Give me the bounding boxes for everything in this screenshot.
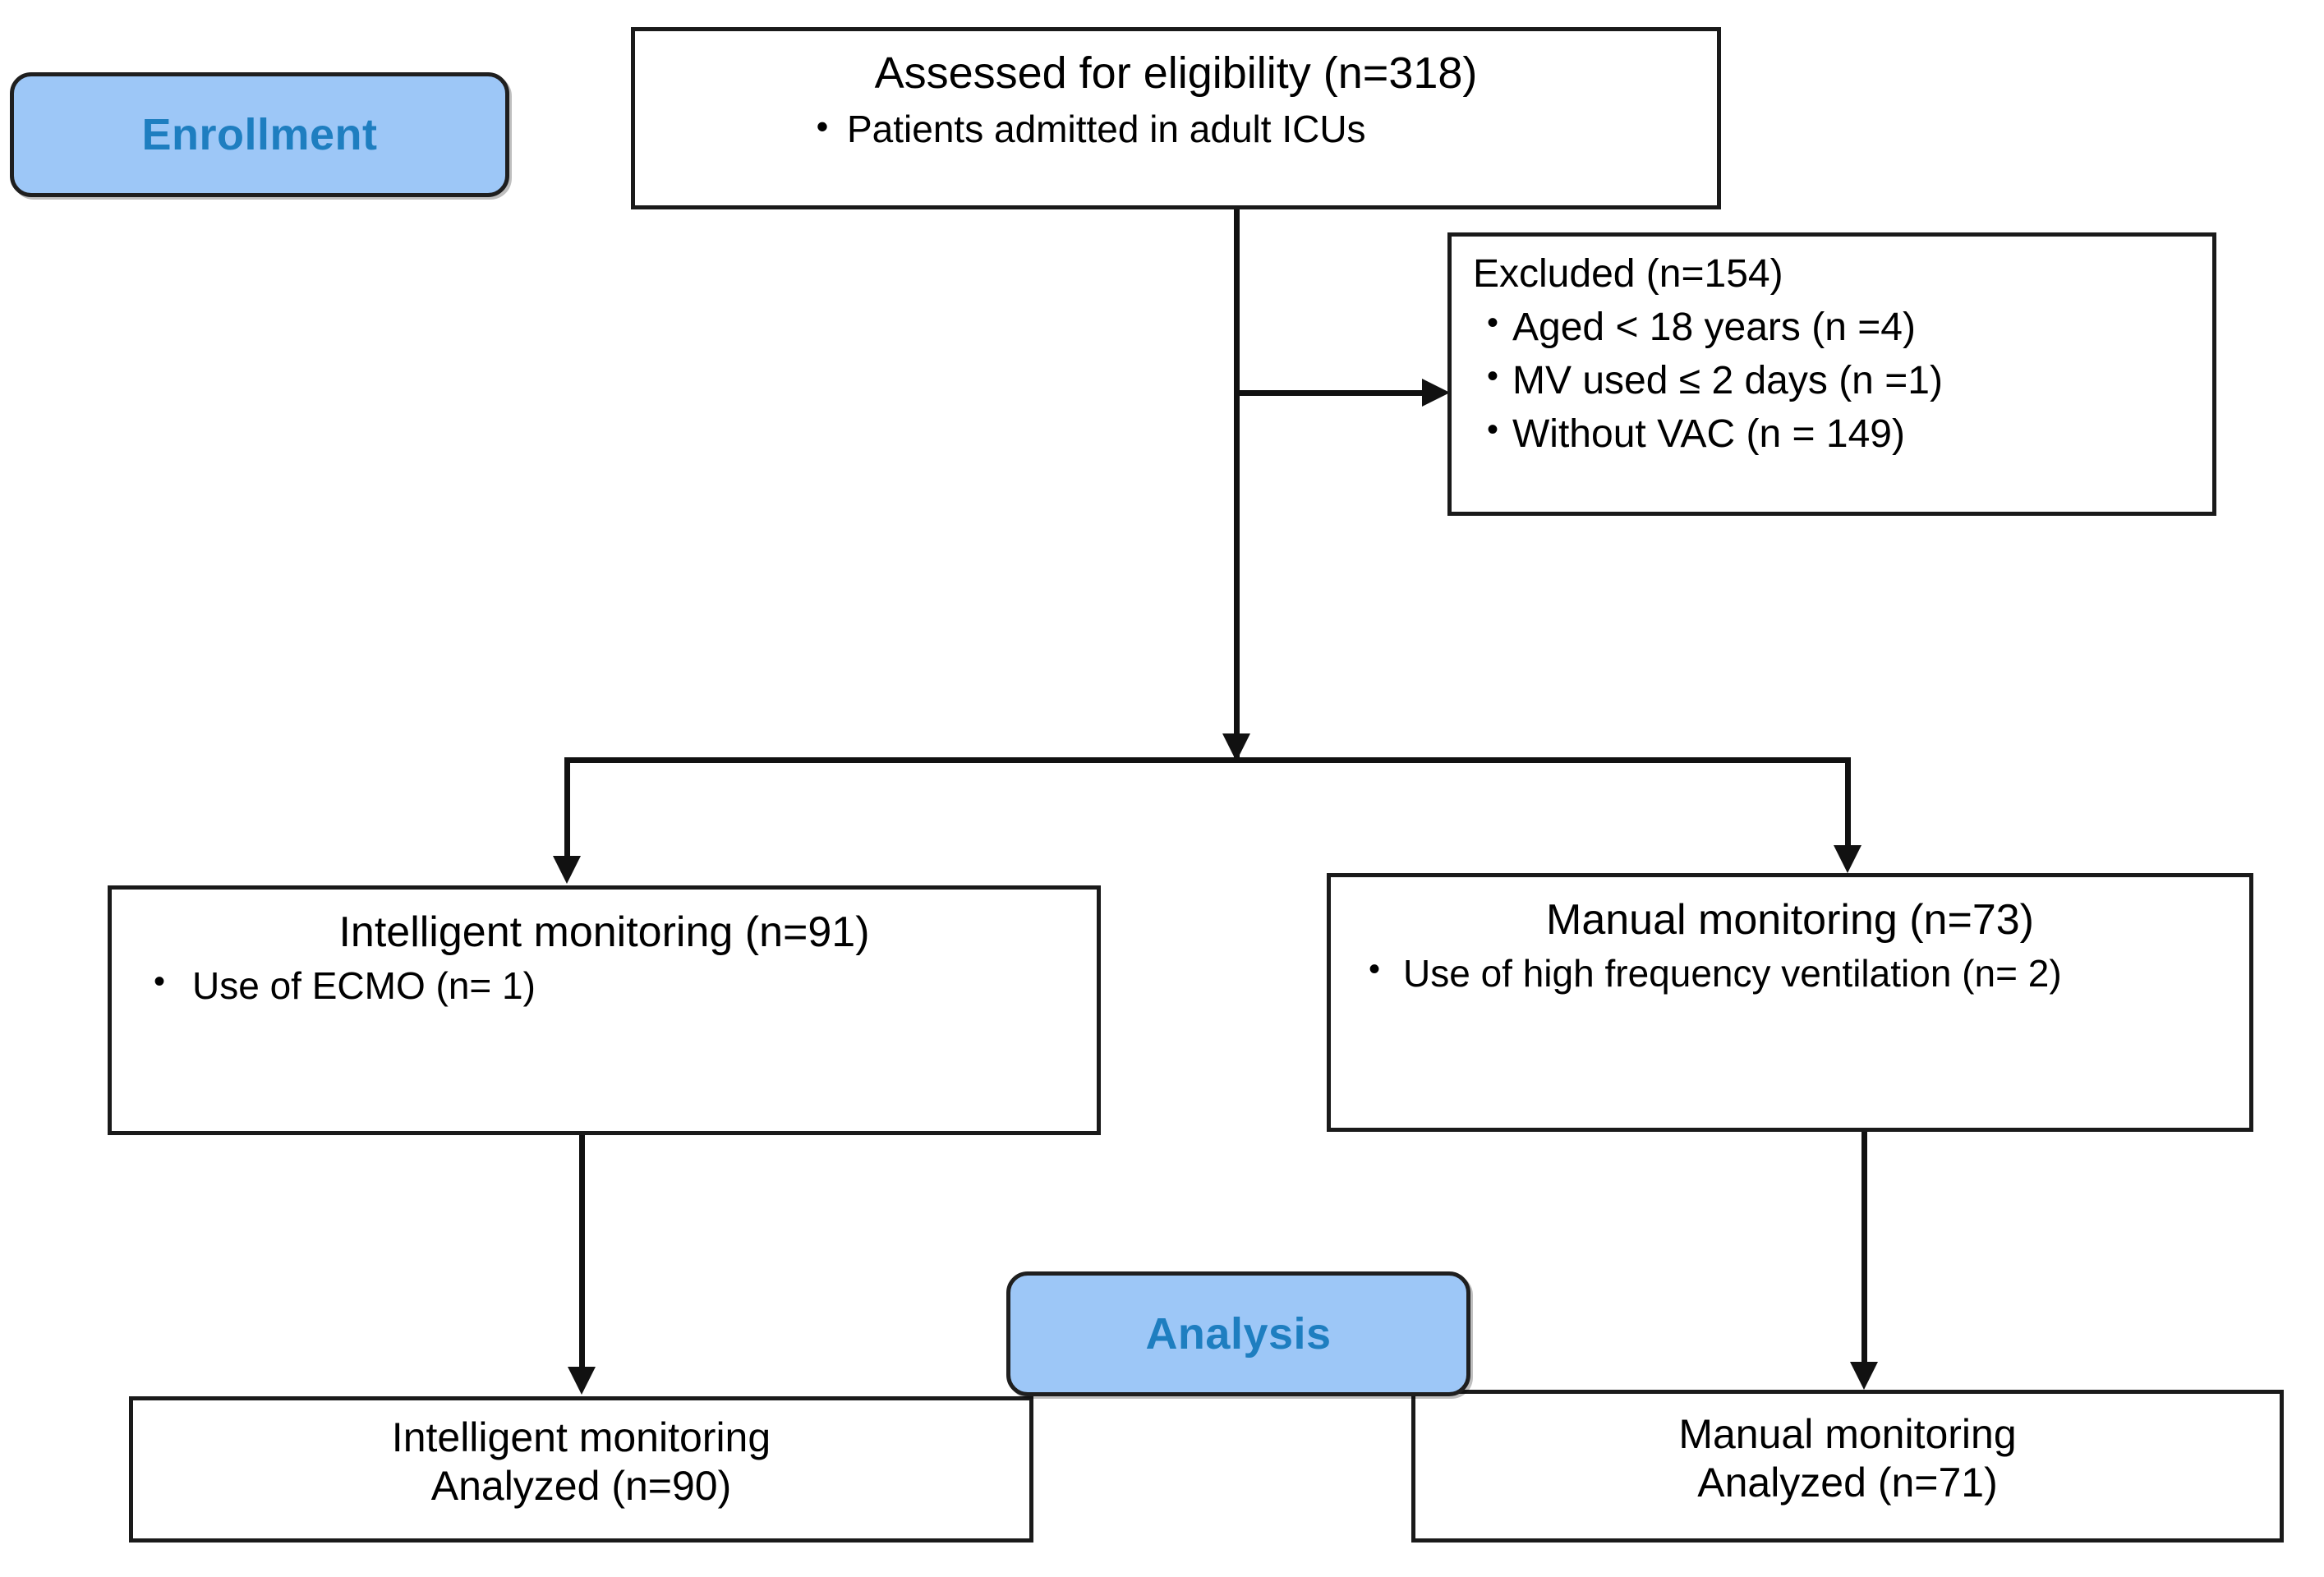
arrowhead-manual-analyzed: [1850, 1362, 1878, 1390]
list-item: • Patients admitted in adult ICUs: [650, 107, 1702, 151]
list-item-label: Patients admitted in adult ICUs: [847, 108, 1366, 150]
bullet-icon: •: [1486, 358, 1498, 394]
list-item: • Use of high frequency ventilation (n= …: [1346, 951, 2234, 995]
node-assessed-title: Assessed for eligibility (n=318): [874, 48, 1478, 98]
arrowhead-intelligent: [553, 856, 581, 884]
node-manual-content: Manual monitoring (n=73) • Use of high f…: [1331, 877, 2249, 1005]
node-manual-analyzed-line1: Manual monitoring: [1678, 1411, 2017, 1457]
node-manual-analyzed-line2: Analyzed (n=71): [1697, 1460, 1998, 1506]
node-manual-monitoring: Manual monitoring (n=73) • Use of high f…: [1327, 873, 2253, 1132]
connector-assessed-trunk: [1234, 209, 1240, 761]
bullet-icon: •: [1368, 951, 1380, 987]
node-manual-analyzed: Manual monitoring Analyzed (n=71): [1411, 1390, 2284, 1543]
connector-split-left-leg: [564, 757, 570, 857]
node-manual-analyzed-content: Manual monitoring Analyzed (n=71): [1415, 1394, 2280, 1517]
arrowhead-manual: [1834, 845, 1862, 873]
list-item-label: MV used ≤ 2 days (n =1): [1512, 359, 1943, 402]
bullet-icon: •: [153, 963, 165, 1000]
node-manual-bullets: • Use of high frequency ventilation (n= …: [1346, 951, 2234, 995]
node-assessed-content: Assessed for eligibility (n=318) • Patie…: [635, 31, 1717, 161]
connector-manual-to-analyzed: [1862, 1132, 1867, 1364]
arrowhead-to-excluded: [1422, 379, 1450, 407]
node-excluded-bullets: • Aged < 18 years (n =4) • MV used ≤ 2 d…: [1460, 305, 2204, 457]
arrowhead-split: [1222, 733, 1250, 761]
node-intelligent-monitoring: Intelligent monitoring (n=91) • Use of E…: [108, 885, 1101, 1135]
enrollment-label: Enrollment: [141, 110, 378, 159]
connector-split-bar: [564, 757, 1851, 763]
list-item-label: Use of ECMO (n= 1): [192, 964, 536, 1007]
node-assessed-for-eligibility: Assessed for eligibility (n=318) • Patie…: [631, 27, 1721, 209]
bullet-icon: •: [1486, 305, 1498, 341]
bullet-icon: •: [816, 107, 829, 145]
list-item: • Use of ECMO (n= 1): [127, 963, 1082, 1008]
list-item: • MV used ≤ 2 days (n =1): [1473, 358, 2204, 403]
list-item-label: Without VAC (n = 149): [1512, 412, 1905, 456]
connector-intelligent-to-analyzed: [579, 1135, 585, 1369]
node-excluded-content: Excluded (n=154) • Aged < 18 years (n =4…: [1452, 237, 2212, 470]
list-item: • Aged < 18 years (n =4): [1473, 305, 2204, 350]
arrowhead-intelligent-analyzed: [568, 1367, 596, 1395]
node-intelligent-analyzed: Intelligent monitoring Analyzed (n=90): [129, 1396, 1033, 1543]
analysis-label: Analysis: [1145, 1309, 1332, 1359]
node-intelligent-title: Intelligent monitoring (n=91): [338, 908, 870, 956]
connector-to-excluded: [1234, 390, 1424, 396]
stage-badge-analysis: Analysis: [1006, 1271, 1470, 1396]
node-intelligent-bullets: • Use of ECMO (n= 1): [127, 963, 1082, 1008]
connector-split-right-leg: [1845, 757, 1851, 848]
stage-badge-enrollment: Enrollment: [10, 72, 509, 197]
bullet-icon: •: [1486, 411, 1498, 448]
list-item-label: Aged < 18 years (n =4): [1512, 306, 1916, 349]
node-assessed-bullets: • Patients admitted in adult ICUs: [650, 107, 1702, 151]
node-intelligent-analyzed-line2: Analyzed (n=90): [430, 1463, 732, 1509]
list-item: • Without VAC (n = 149): [1473, 411, 2204, 457]
node-manual-title: Manual monitoring (n=73): [1546, 896, 2034, 944]
node-intelligent-analyzed-line1: Intelligent monitoring: [391, 1414, 771, 1460]
node-intelligent-content: Intelligent monitoring (n=91) • Use of E…: [112, 890, 1097, 1018]
list-item-label: Use of high frequency ventilation (n= 2): [1403, 952, 2062, 995]
node-excluded: Excluded (n=154) • Aged < 18 years (n =4…: [1447, 232, 2216, 516]
node-intelligent-analyzed-content: Intelligent monitoring Analyzed (n=90): [133, 1400, 1029, 1520]
node-excluded-title: Excluded (n=154): [1473, 252, 1783, 296]
